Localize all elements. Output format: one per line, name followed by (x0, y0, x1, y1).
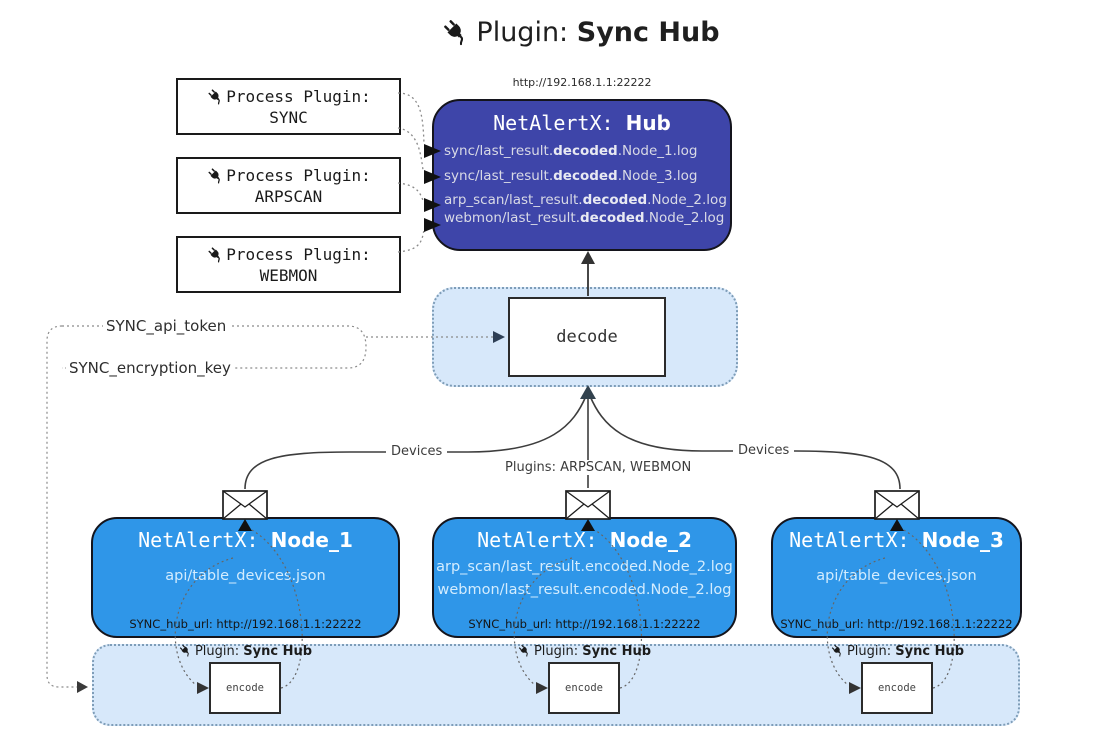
plug-icon (179, 644, 189, 657)
hub-log-line: arp_scan/last_result.decoded.Node_2.log (444, 192, 727, 208)
decode-input-arrowhead (580, 385, 596, 399)
edge-label-devices-right: Devices (733, 443, 795, 458)
node-file: api/table_devices.json (165, 568, 326, 584)
node-file: api/table_devices.json (816, 568, 977, 584)
process-plugin-box-arpscan: Process Plugin: ARPSCAN (176, 157, 401, 214)
strip-plugin-label: Plugin: Sync Hub (499, 643, 669, 659)
node-title: NetAlertX: Node_2 (477, 528, 692, 552)
plug-icon (444, 20, 464, 46)
process-plugin-label: Process Plugin: (226, 86, 371, 106)
plug-icon (208, 89, 221, 105)
hub-box: NetAlertX: Hub sync/last_result.decoded.… (432, 99, 732, 251)
hub-log-line: sync/last_result.decoded.Node_1.log (444, 143, 698, 159)
plug-icon (208, 168, 221, 184)
node-file: webmon/last_result.encoded.Node_2.log (437, 582, 732, 598)
plugin-to-hub-connectors (397, 92, 425, 253)
title-name: Sync Hub (576, 17, 720, 48)
process-plugin-label: Process Plugin: (226, 244, 371, 264)
page-title: Plugin: Sync Hub (330, 16, 830, 48)
hub-url: http://192.168.1.1:22222 (512, 76, 652, 89)
nodes-to-decode-connectors (244, 395, 901, 490)
encode-box: encode (861, 662, 933, 714)
process-plugin-label: Process Plugin: (226, 165, 371, 185)
strip-plugin-label: Plugin: Sync Hub (812, 643, 982, 659)
config-sync-encryption-key: SYNC_encryption_key (66, 359, 234, 377)
hub-log-line: sync/last_result.decoded.Node_3.log (444, 168, 698, 184)
node-hub-url: SYNC_hub_url: http://192.168.1.1:22222 (468, 617, 701, 631)
node-hub-url: SYNC_hub_url: http://192.168.1.1:22222 (780, 617, 1013, 631)
plug-icon (518, 644, 528, 657)
plug-icon (831, 644, 841, 657)
process-plugin-box-webmon: Process Plugin: WEBMON (176, 236, 401, 293)
encode-box: encode (209, 662, 281, 714)
process-plugin-box-sync: Process Plugin: SYNC (176, 78, 401, 135)
config-sync-api-token: SYNC_api_token (103, 317, 230, 335)
envelope-icon (222, 490, 268, 520)
strip-plugin-label: Plugin: Sync Hub (160, 643, 330, 659)
node-hub-url: SYNC_hub_url: http://192.168.1.1:22222 (129, 617, 362, 631)
encode-box: encode (548, 662, 620, 714)
title-prefix: Plugin: (476, 17, 569, 48)
process-plugin-name: SYNC (269, 107, 308, 127)
process-plugin-name: ARPSCAN (254, 186, 323, 206)
plug-icon (208, 247, 221, 263)
node-box-node-3: NetAlertX: Node_3 api/table_devices.json… (771, 517, 1022, 638)
node-title: NetAlertX: Node_1 (138, 528, 353, 552)
node-box-node-2: NetAlertX: Node_2 arp_scan/last_result.e… (432, 517, 737, 638)
node-file: arp_scan/last_result.encoded.Node_2.log (436, 559, 733, 575)
decode-box: decode (508, 297, 666, 377)
edge-label-plugins: Plugins: ARPSCAN, WEBMON (500, 460, 697, 475)
edge-label-devices-left: Devices (386, 444, 448, 459)
strip-input-arrowhead (77, 681, 88, 693)
node-box-node-1: NetAlertX: Node_1 api/table_devices.json… (91, 517, 400, 638)
node-title: NetAlertX: Node_3 (789, 528, 1004, 552)
envelope-icon (874, 490, 920, 520)
envelope-icon (565, 490, 611, 520)
hub-log-line: webmon/last_result.decoded.Node_2.log (444, 210, 725, 226)
process-plugin-name: WEBMON (259, 265, 318, 285)
hub-title: NetAlertX: Hub (493, 111, 671, 135)
